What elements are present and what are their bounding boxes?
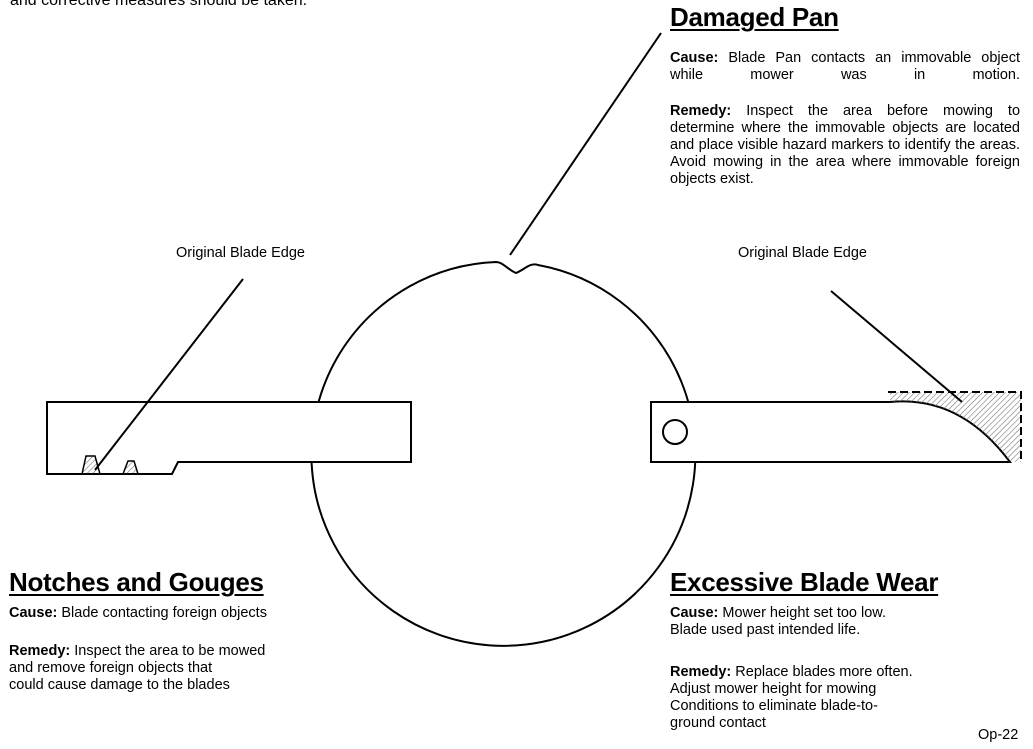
notches-heading: Notches and Gouges bbox=[9, 567, 264, 597]
blade-hole-icon bbox=[662, 419, 688, 445]
worn-area bbox=[890, 392, 1021, 462]
cause-text: Blade Pan contacts an immovable object w… bbox=[670, 50, 1020, 83]
remedy-label: Remedy: bbox=[9, 643, 71, 659]
wear-cause: Cause: Mower height set too low. Blade u… bbox=[670, 605, 886, 639]
wear-remedy: Remedy: Replace blades more often. Adjus… bbox=[670, 664, 913, 732]
notches-remedy: Remedy: Inspect the area to be mowed and… bbox=[9, 643, 265, 694]
remedy-line: Inspect the area to be mowed bbox=[74, 643, 266, 659]
cause-label: Cause: bbox=[9, 605, 58, 621]
original-edge-outline bbox=[888, 391, 1022, 462]
right-edge-pointer bbox=[830, 290, 963, 403]
remedy-line: Adjust mower height for mowing bbox=[670, 681, 877, 697]
remedy-label: Remedy: bbox=[670, 664, 732, 680]
remedy-line: and remove foreign objects that bbox=[9, 660, 213, 676]
left-blade bbox=[46, 401, 412, 475]
remedy-label: Remedy: bbox=[670, 103, 732, 119]
remedy-line: ground contact bbox=[670, 715, 766, 731]
remedy-line: could cause damage to the blades bbox=[9, 677, 230, 693]
wear-heading: Excessive Blade Wear bbox=[670, 567, 939, 597]
cause-text: Blade contacting foreign objects bbox=[61, 605, 267, 621]
damaged-pan-remedy: Remedy: Inspect the area before mowing t… bbox=[670, 103, 1020, 188]
cause-label: Cause: bbox=[670, 50, 719, 66]
page-number: Op-22 bbox=[978, 727, 1019, 743]
damaged-pan-heading: Damaged Pan bbox=[670, 2, 839, 32]
cause-label: Cause: bbox=[670, 605, 719, 621]
original-edge-label-left: Original Blade Edge bbox=[176, 245, 305, 261]
cause-line: Blade used past intended life. bbox=[670, 622, 861, 638]
remedy-text: Inspect the area before mowing to determ… bbox=[670, 103, 1021, 187]
damaged-pan-pointer bbox=[509, 32, 662, 256]
blade-notch-2 bbox=[121, 460, 140, 475]
damaged-pan-cause: Cause: Blade Pan contacts an immovable o… bbox=[670, 50, 1020, 84]
top-text-fragment: and corrective measures should be taken. bbox=[10, 0, 308, 9]
remedy-line: Replace blades more often. bbox=[735, 664, 913, 680]
cause-line: Mower height set too low. bbox=[722, 605, 887, 621]
original-edge-label-right: Original Blade Edge bbox=[738, 245, 867, 261]
notches-cause: Cause: Blade contacting foreign objects bbox=[9, 605, 267, 622]
left-edge-pointer bbox=[94, 278, 244, 471]
remedy-line: Conditions to eliminate blade-to- bbox=[670, 698, 878, 714]
